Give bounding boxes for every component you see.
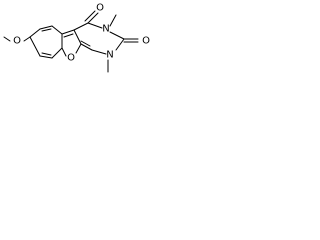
pyrimidine-double-1 [80,40,91,47]
nitrogen-lower-label: N [106,50,113,61]
carbonyl-top-oxygen-label: O [96,3,104,14]
methyl-to-o-bond [3,36,11,42]
seven-ring-double-1 [41,28,52,32]
furan-bond-2 [73,29,82,45]
seven-ring-bond-3 [51,25,63,35]
furan-double-1 [63,33,74,38]
pyrimidine-bond-4 [115,38,125,51]
o-to-ring-bond [23,36,31,42]
pyrimidine-bond-1 [73,22,89,31]
seven-ring-bond-5 [51,47,63,59]
carbonyl-right-oxygen-label: O [142,36,150,47]
pyrimidine-bond-6 [80,43,93,51]
seven-ring-bond-6 [39,55,53,59]
pyrimidine-bond-5 [91,49,107,55]
chemical-structure-diagram: O O O O N N [3,3,150,73]
furan-bond-3 [75,43,82,54]
pyrimidine-bond-2 [87,22,103,29]
n-upper-methyl-bond [109,14,117,27]
seven-ring-bond-7 [29,36,41,57]
seven-ring-bond-1 [29,28,41,38]
furan-oxygen-label: O [67,53,75,64]
methoxy-oxygen-label: O [13,36,21,47]
carbonyl-top-bond-b [84,10,96,22]
furan-bond-1 [61,29,75,35]
seven-ring-bond-2 [39,25,53,30]
carbonyl-top-bond-a [87,12,99,24]
pyrimidine-bond-3 [109,31,125,40]
nitrogen-upper-label: N [102,24,109,35]
seven-ring-double-2 [41,52,52,56]
furan-bond-4 [61,47,67,57]
